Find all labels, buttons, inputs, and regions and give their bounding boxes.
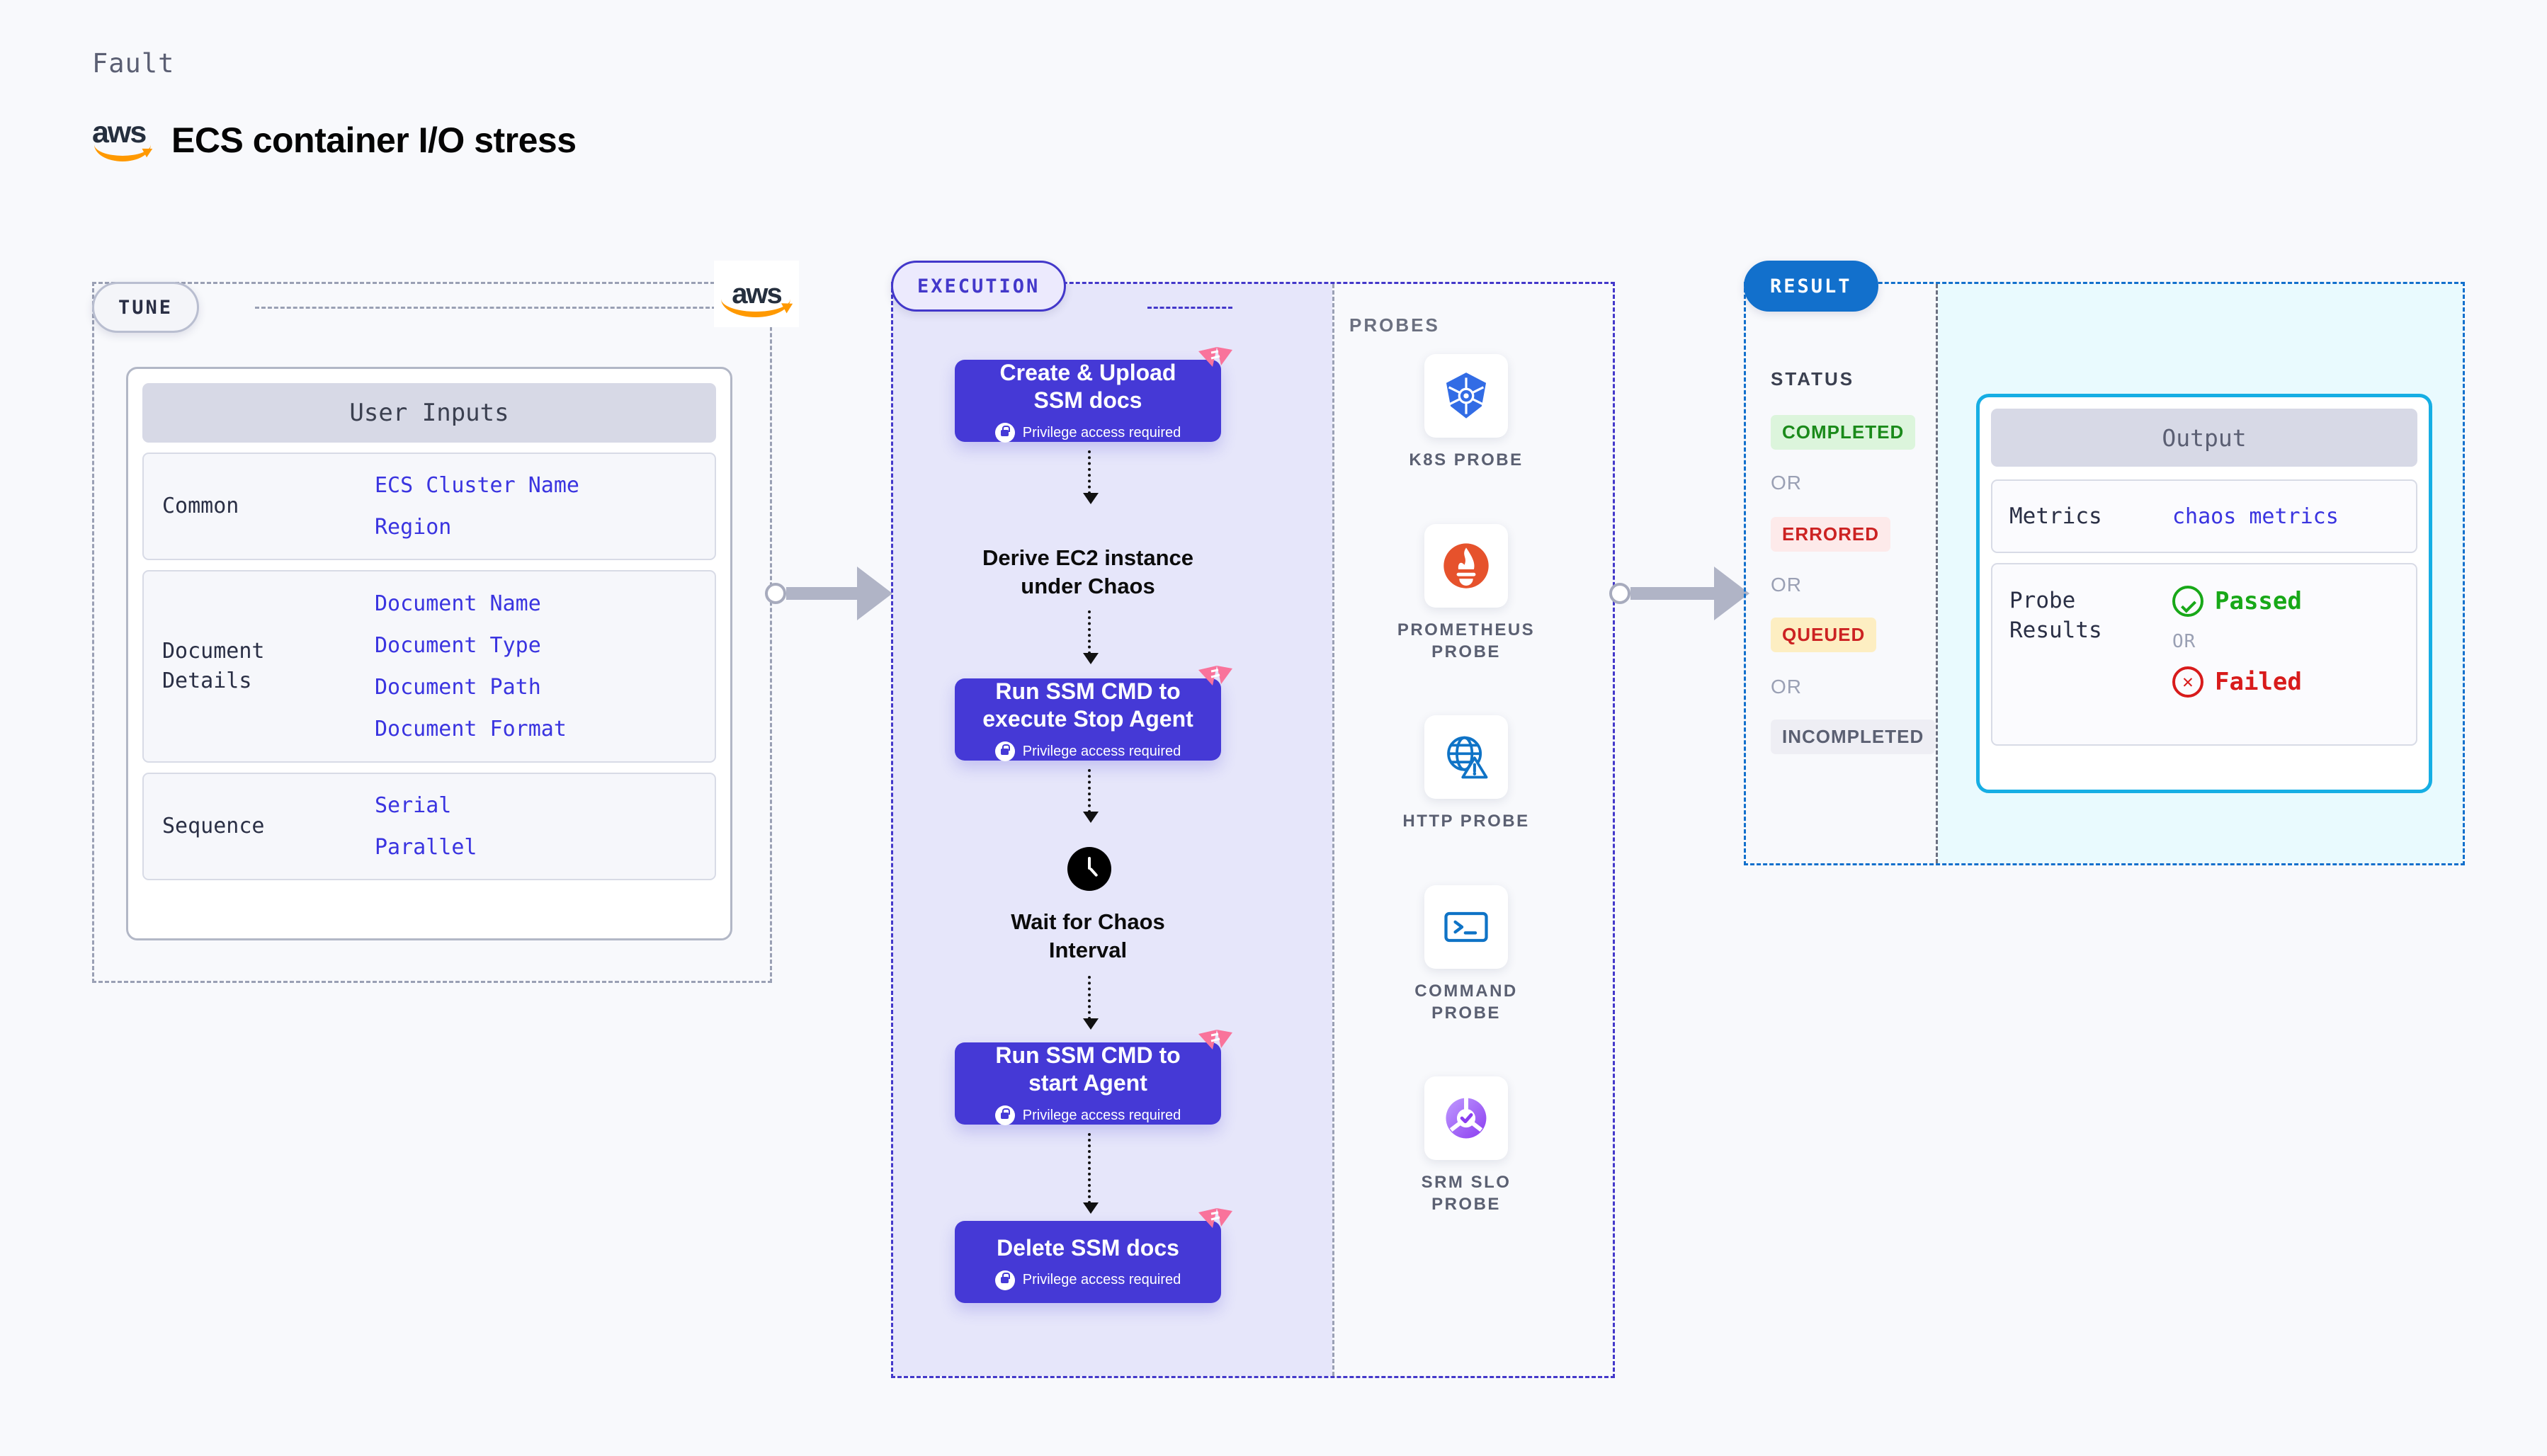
page-title: ECS container I/O stress xyxy=(171,120,577,160)
or-separator: OR xyxy=(1771,574,1802,596)
lock-icon xyxy=(994,1105,1015,1125)
input-value[interactable]: Document Type xyxy=(375,633,541,658)
privilege-note: Privilege access required xyxy=(994,1105,1181,1125)
probe-label: HTTP PROBE xyxy=(1402,812,1530,831)
terminal-icon xyxy=(1424,885,1508,969)
metrics-value[interactable]: chaos metrics xyxy=(2172,504,2339,529)
ribbon-flag-icon xyxy=(1198,1208,1232,1228)
tune-aws-logo-icon: aws xyxy=(714,261,799,327)
status-section-label: STATUS xyxy=(1771,368,1855,389)
input-value[interactable]: Document Name xyxy=(375,591,541,616)
probe-result-failed: Failed xyxy=(2172,666,2302,698)
flow-arrow xyxy=(1083,450,1099,504)
page-eyebrow: Fault xyxy=(92,48,175,79)
check-circle-icon xyxy=(2172,586,2203,617)
ribbon-flag-icon xyxy=(1198,666,1232,686)
connector-execution-to-result xyxy=(1609,567,1749,620)
kubernetes-icon xyxy=(1424,354,1508,438)
lock-icon xyxy=(994,741,1015,761)
status-badge-incompleted: INCOMPLETED xyxy=(1771,720,1936,754)
status-badge-errored: ERRORED xyxy=(1771,517,1891,552)
or-separator: OR xyxy=(1771,472,1802,494)
or-separator: OR xyxy=(1771,676,1802,698)
probes-section-label: PROBES xyxy=(1349,314,1440,336)
status-badge-completed: COMPLETED xyxy=(1771,415,1916,450)
user-inputs-card: User Inputs Common ECS Cluster Name Regi… xyxy=(126,367,732,940)
probe-http[interactable]: HTTP PROBE xyxy=(1385,715,1548,832)
aws-logo: aws xyxy=(92,118,153,161)
globe-warning-icon xyxy=(1424,715,1508,799)
input-group-sequence: Sequence Serial Parallel xyxy=(142,773,716,880)
input-group-common: Common ECS Cluster Name Region xyxy=(142,453,716,560)
or-separator: OR xyxy=(2172,631,2196,652)
tune-panel xyxy=(92,282,772,983)
flow-arrow xyxy=(1083,976,1099,1030)
input-value[interactable]: Region xyxy=(375,515,452,540)
execution-probes-divider xyxy=(1332,284,1334,1376)
prometheus-icon xyxy=(1424,524,1508,608)
privilege-note: Privilege access required xyxy=(994,1270,1181,1290)
lock-icon xyxy=(994,423,1015,443)
tune-badge[interactable]: TUNE xyxy=(92,282,200,333)
input-value[interactable]: Parallel xyxy=(375,835,477,860)
privilege-note: Privilege access required xyxy=(994,423,1181,443)
output-title: Output xyxy=(1991,409,2417,467)
srm-slo-icon xyxy=(1424,1076,1508,1160)
privilege-note: Privilege access required xyxy=(994,741,1181,761)
flow-arrow xyxy=(1083,1133,1099,1214)
lock-icon xyxy=(994,1270,1015,1290)
step-title: Delete SSM docs xyxy=(997,1234,1179,1261)
ribbon-flag-icon xyxy=(1198,347,1232,367)
result-panel xyxy=(1744,282,2465,865)
input-value[interactable]: ECS Cluster Name xyxy=(375,473,579,498)
connector-tune-to-execution xyxy=(765,567,892,620)
x-circle-icon xyxy=(2172,666,2203,698)
execution-connector-dash xyxy=(1147,307,1232,309)
result-badge[interactable]: RESULT xyxy=(1744,261,1878,312)
probe-k8s[interactable]: K8S PROBE xyxy=(1385,354,1548,471)
flow-arrow xyxy=(1083,769,1099,823)
output-row-metrics: Metrics chaos metrics xyxy=(1991,479,2417,553)
status-badge-queued: QUEUED xyxy=(1771,618,1877,652)
input-value[interactable]: Serial xyxy=(375,793,452,818)
input-group-label: Common xyxy=(162,494,239,518)
execution-badge[interactable]: EXECUTION xyxy=(891,261,1067,312)
clock-icon xyxy=(1067,847,1111,891)
execution-panel xyxy=(891,282,1615,1378)
input-value[interactable]: Document Path xyxy=(375,675,541,700)
ribbon-flag-icon xyxy=(1198,1030,1232,1050)
execution-step-delete-ssm-docs[interactable]: Delete SSM docs Privilege access require… xyxy=(955,1208,1232,1303)
probe-label: K8S PROBE xyxy=(1409,450,1524,470)
tune-connector-dash xyxy=(255,307,722,309)
result-status-divider xyxy=(1936,284,1938,863)
metrics-label: Metrics xyxy=(2009,504,2102,529)
input-group-label: Sequence xyxy=(162,814,265,838)
flow-arrow xyxy=(1083,610,1099,664)
input-value[interactable]: Document Format xyxy=(375,717,567,741)
probe-result-passed: Passed xyxy=(2172,586,2302,617)
execution-fill xyxy=(893,284,1332,1376)
user-inputs-title: User Inputs xyxy=(142,383,716,443)
page-title-row: aws ECS container I/O stress xyxy=(92,118,577,161)
